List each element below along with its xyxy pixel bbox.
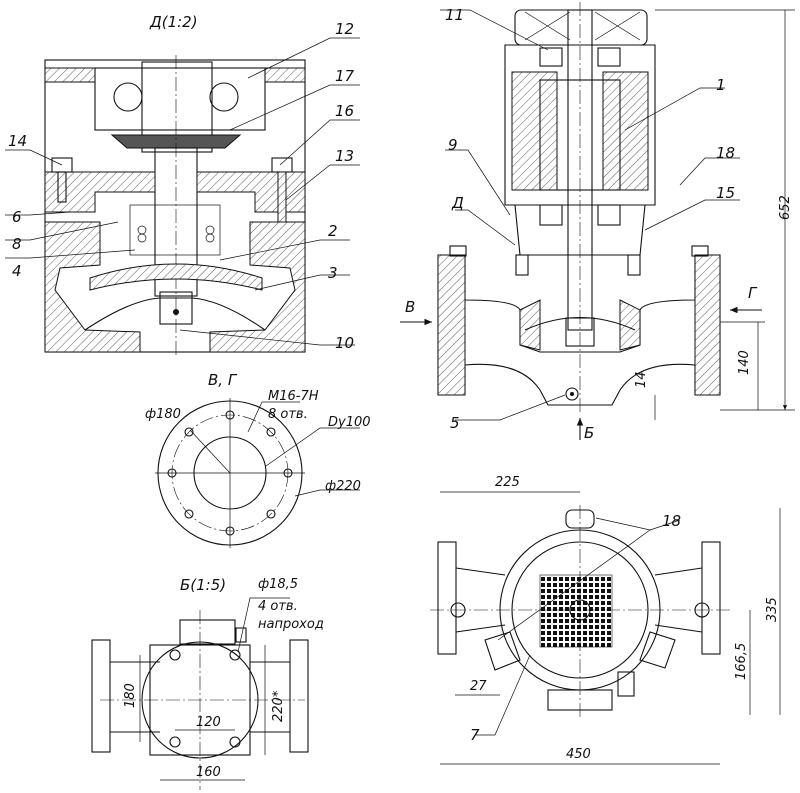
callout-5: 5 (450, 414, 460, 432)
flange-view-vg: В, Г ф180 M16-7H 8 отв. Dy100 ф220 (145, 371, 371, 548)
flange-view-title: В, Г (208, 371, 238, 389)
dim-220: 220* (271, 690, 286, 722)
direction-b: Б (584, 424, 594, 442)
dim-120: 120 (196, 715, 221, 730)
dim-140: 140 (737, 350, 752, 375)
dim-166: 166,5 (734, 643, 749, 680)
dim-225: 225 (495, 475, 520, 490)
dim-14: 14 (634, 371, 649, 388)
view-b: Б(1:5) 180 120 160 220* ф18,5 4 отв. нап… (91, 576, 324, 790)
flange-pcd: ф180 (145, 407, 181, 422)
callout-16: 16 (335, 102, 354, 120)
callout-12: 12 (335, 20, 354, 38)
dim-27: 27 (470, 679, 487, 694)
top-view: 225 450 335 166,5 27 18 7 (430, 475, 781, 765)
dim-652: 652 (778, 195, 793, 220)
dim-180: 180 (123, 683, 138, 708)
callout-18-top: 18 (662, 512, 681, 530)
callout-1: 1 (716, 76, 726, 94)
direction-v: В (405, 298, 415, 316)
view-b-title: Б(1:5) (180, 576, 226, 594)
flange-bolt-count: 8 отв. (268, 407, 308, 422)
callout-3: 3 (328, 264, 338, 282)
callout-8: 8 (12, 235, 22, 253)
flange-outer: ф220 (325, 479, 361, 494)
callout-2: 2 (328, 222, 338, 240)
detail-view-d: Д(1:2) (5, 13, 360, 355)
dim-335: 335 (765, 597, 780, 622)
hole-dia: ф18,5 (258, 577, 298, 592)
dim-450: 450 (566, 747, 591, 762)
dim-160: 160 (196, 765, 221, 780)
callout-6: 6 (12, 208, 22, 226)
callout-18-main: 18 (716, 144, 735, 162)
callout-17: 17 (335, 67, 355, 85)
detail-d-title: Д(1:2) (149, 13, 198, 31)
callout-13: 13 (335, 147, 354, 165)
hole-type: напроход (258, 617, 324, 632)
callout-9: 9 (448, 136, 458, 154)
callout-11: 11 (445, 6, 464, 24)
callout-7: 7 (470, 726, 480, 744)
direction-d: Д (451, 194, 464, 212)
flange-bore: Dy100 (328, 415, 371, 430)
callout-10: 10 (335, 334, 354, 352)
direction-g: Г (748, 284, 758, 302)
flange-bolts: M16-7H (268, 389, 319, 404)
callout-15: 15 (716, 184, 735, 202)
main-elevation-view: В Г Б Д 652 140 14 11 1 18 15 9 5 (400, 2, 795, 442)
callout-4: 4 (12, 262, 22, 280)
hole-count: 4 отв. (258, 599, 298, 614)
callout-14: 14 (8, 132, 27, 150)
